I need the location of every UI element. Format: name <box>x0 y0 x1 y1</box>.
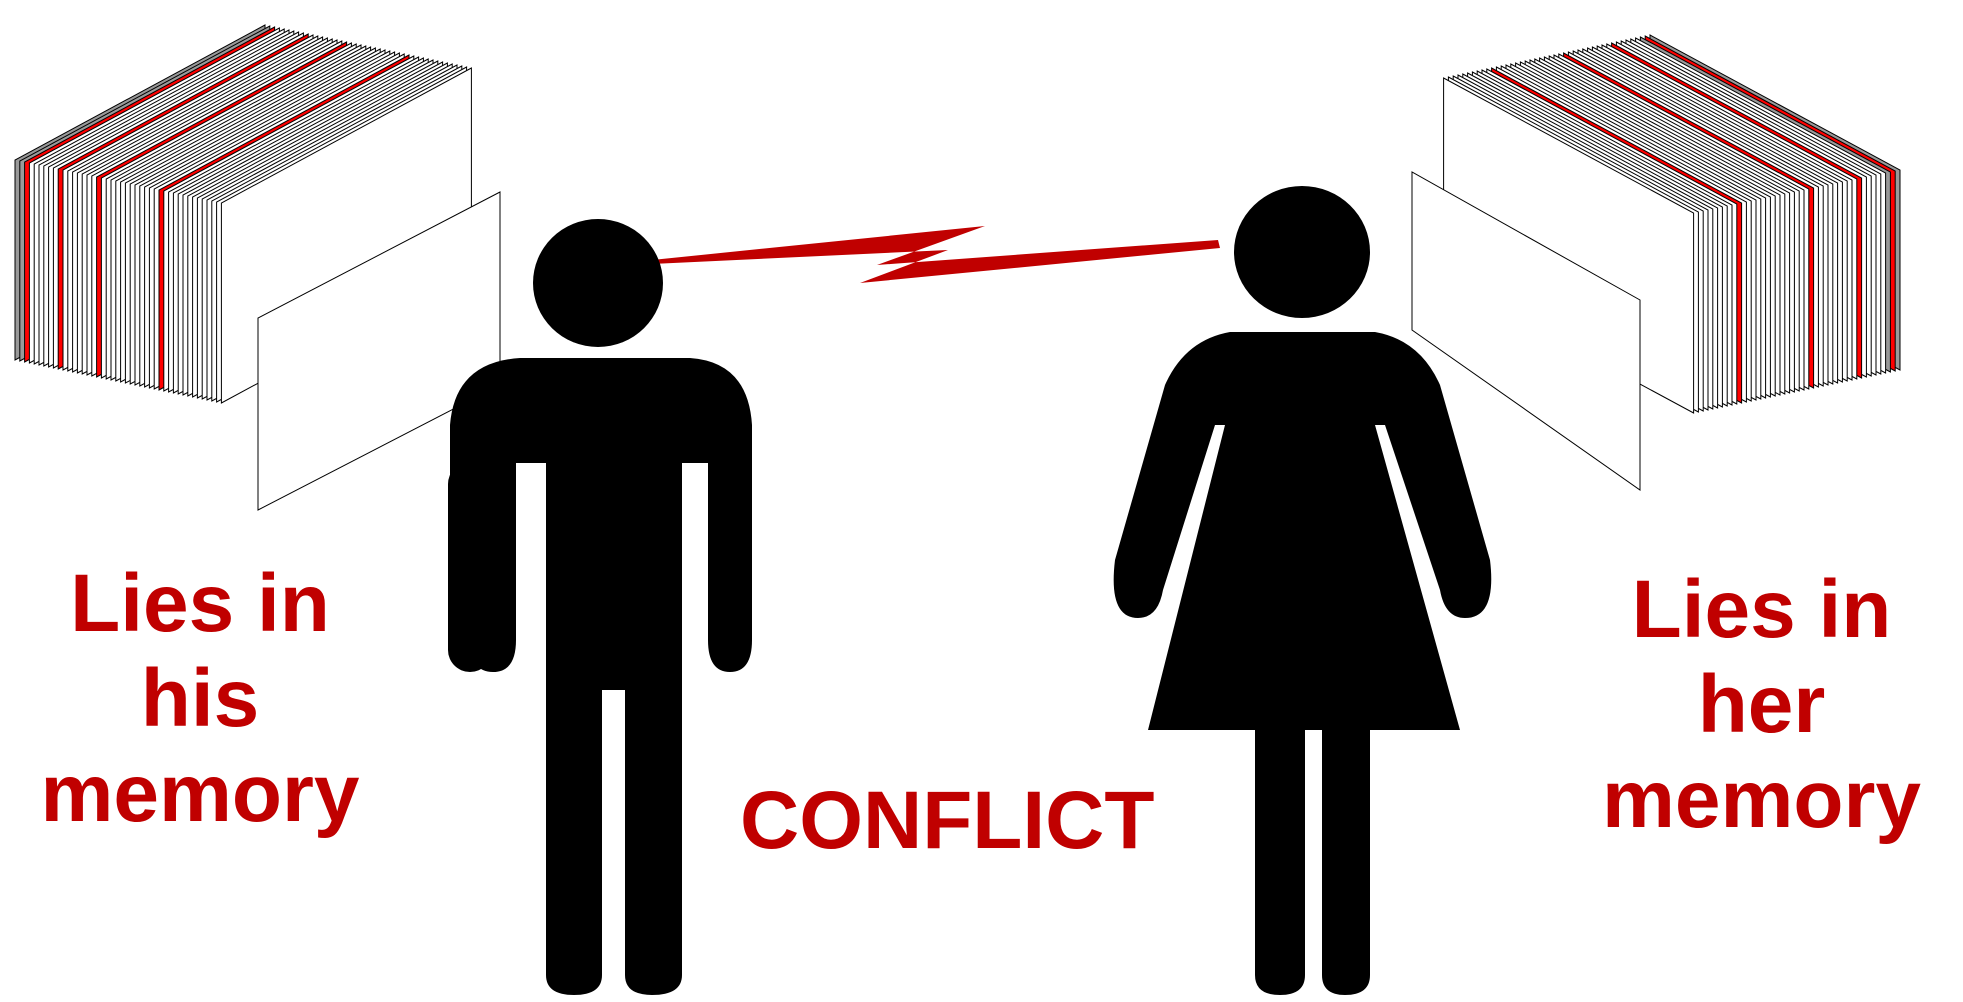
conflict-caption: CONFLICT <box>740 773 1130 868</box>
conflict-text: CONFLICT <box>740 773 1130 868</box>
right-caption: Lies in her memory <box>1560 562 1963 847</box>
file-folders-icon <box>15 25 500 510</box>
man-head <box>533 219 663 347</box>
woman-head <box>1234 186 1370 318</box>
left-caption-line1: Lies in his <box>0 556 400 746</box>
file-folders-icon <box>1412 35 1900 490</box>
man-body <box>450 358 752 995</box>
woman-body <box>1114 332 1492 995</box>
right-caption-line1: Lies in her <box>1560 562 1963 752</box>
lightning-bolt-icon <box>652 226 1220 283</box>
left-caption-line2: memory <box>0 746 400 841</box>
right-caption-line2: memory <box>1560 752 1963 847</box>
left-caption: Lies in his memory <box>0 556 400 841</box>
